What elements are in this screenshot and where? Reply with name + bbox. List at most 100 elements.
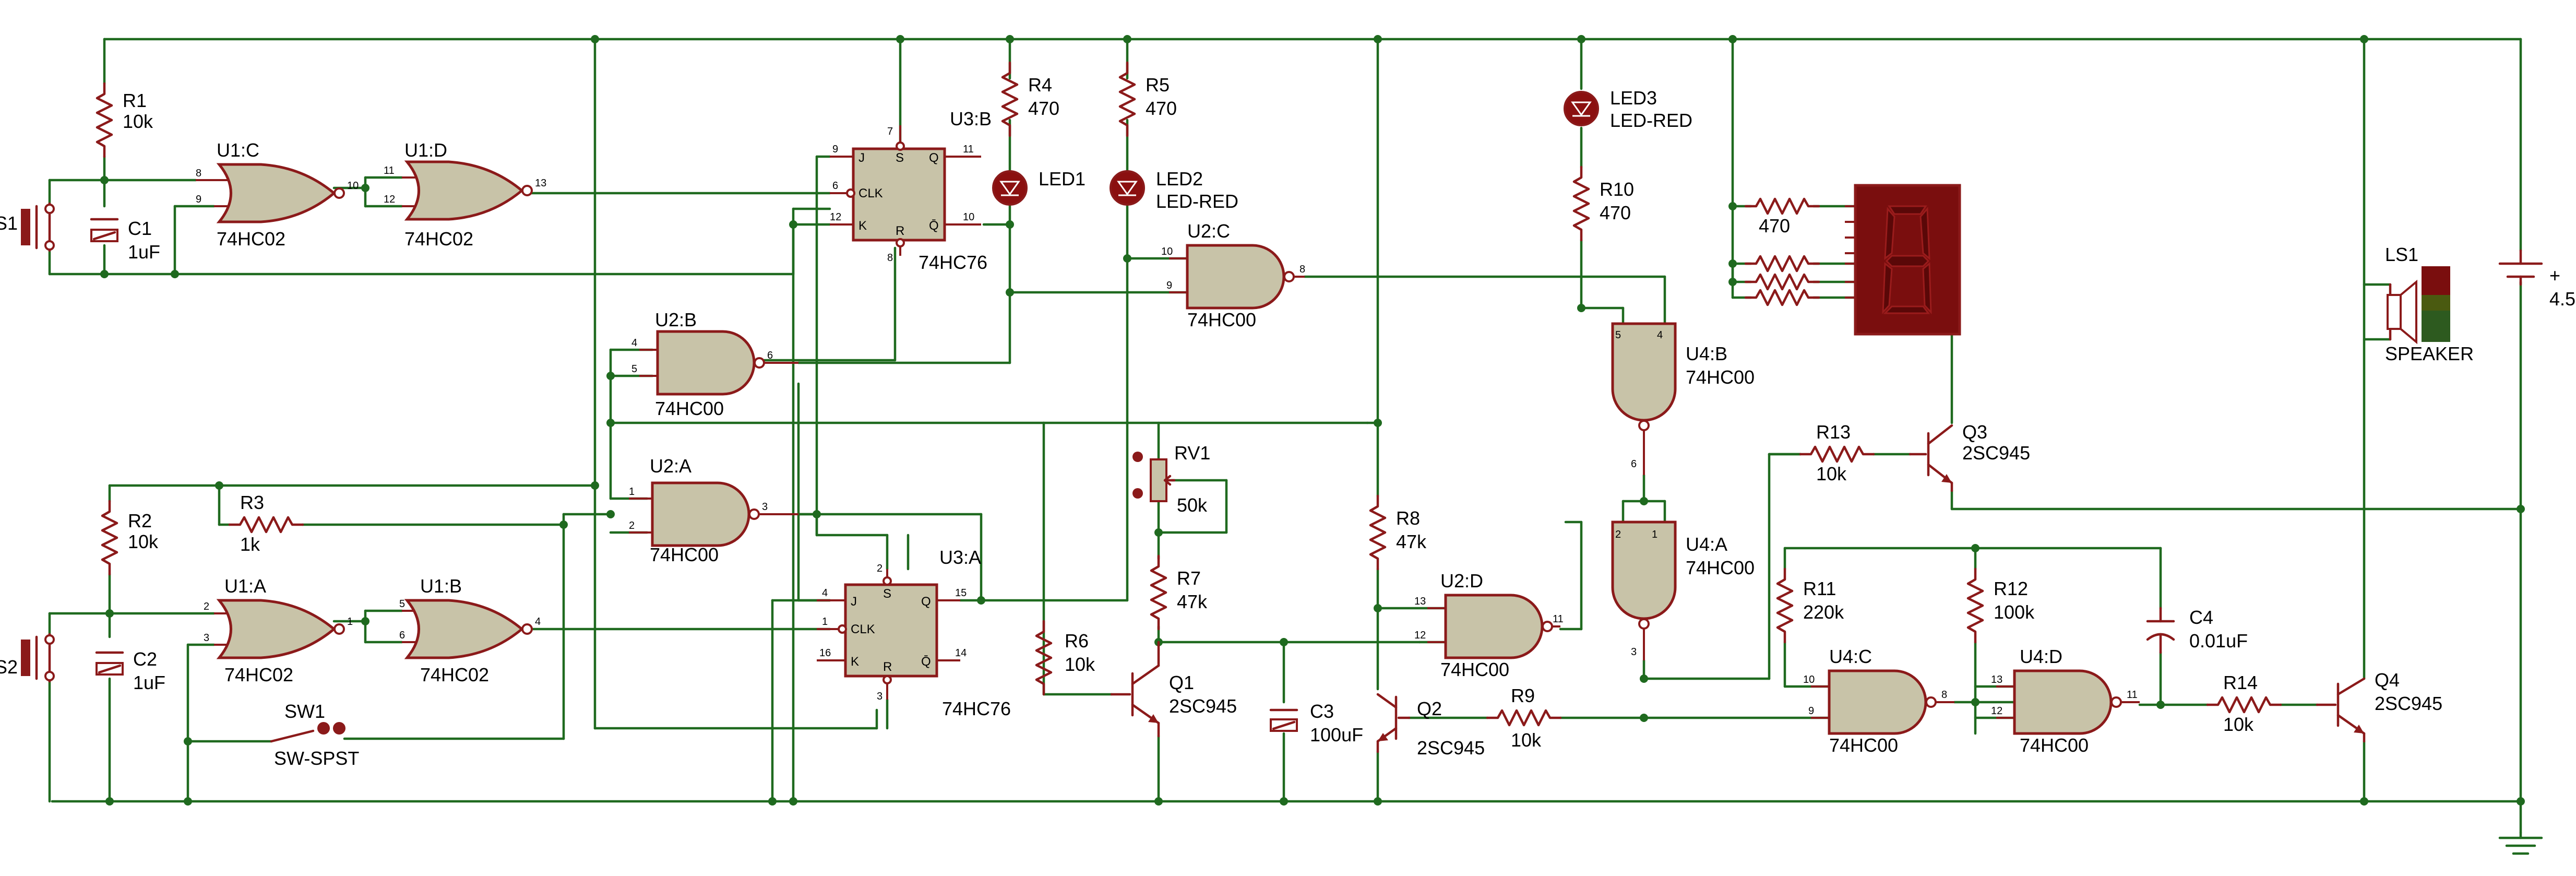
u1c-value: 74HC02 <box>217 228 285 250</box>
u2c-value: 74HC00 <box>1187 309 1256 330</box>
u4b-pin-out: 6 <box>1631 458 1637 470</box>
switch-sw1 <box>270 722 345 743</box>
r10-ref: R10 <box>1600 179 1634 200</box>
c2-value: 1uF <box>133 672 165 693</box>
u1b-pin-a: 5 <box>399 598 405 610</box>
s2-ref: S2 <box>0 656 18 678</box>
u2c-pin-a: 10 <box>1161 246 1173 257</box>
r4-ref: R4 <box>1028 74 1052 96</box>
c1-ref: C1 <box>128 218 152 239</box>
r7-ref: R7 <box>1177 567 1201 589</box>
r5-ref: R5 <box>1146 74 1170 96</box>
led2-ref: LED2 <box>1156 168 1203 190</box>
r1-value: 10k <box>123 111 153 132</box>
u2b-pin-out: 6 <box>767 350 773 361</box>
rv1-ref: RV1 <box>1174 442 1210 464</box>
r10-value: 470 <box>1600 202 1631 223</box>
gate-u2b <box>639 332 798 394</box>
c4-ref: C4 <box>2189 607 2213 628</box>
u1a-value: 74HC02 <box>224 664 293 685</box>
u4d-pin-out: 11 <box>2127 689 2138 701</box>
u3a-pin-3: 3 <box>877 691 882 702</box>
r9-value: 10k <box>1511 729 1542 751</box>
ground-symbol <box>2498 831 2543 855</box>
transistor-q2 <box>1376 693 1411 753</box>
u3a-j-label: J <box>851 595 857 609</box>
u2d-ref: U2:D <box>1440 570 1483 591</box>
u3a-pin-4: 4 <box>822 587 828 599</box>
u2c-pin-out: 8 <box>1299 264 1305 275</box>
u3a-q-label: Q <box>921 595 931 609</box>
u2a-pin-out: 3 <box>762 501 768 513</box>
u3a-ref: U3:A <box>939 547 981 568</box>
q2-ref: Q2 <box>1417 698 1442 719</box>
q3-ref: Q3 <box>1962 421 1987 443</box>
gate-u1d <box>402 162 533 219</box>
resistor-r1 <box>97 84 112 157</box>
u2b-ref: U2:B <box>655 309 697 330</box>
u1a-ref: U1:A <box>224 575 266 597</box>
q2-value: 2SC945 <box>1417 737 1485 759</box>
u3b-qbar-label: Q̄ <box>929 219 939 233</box>
u3b-pin-7: 7 <box>887 126 893 137</box>
u3a-pin-14: 14 <box>955 647 967 659</box>
u3b-value: 74HC76 <box>919 252 987 273</box>
u1c-pin-a: 8 <box>196 168 201 179</box>
r9-ref: R9 <box>1511 685 1535 706</box>
u3b-pin-11: 11 <box>963 144 974 155</box>
u3b-j-label: J <box>858 151 865 165</box>
sw1-ref: SW1 <box>284 701 325 722</box>
u2a-value: 74HC00 <box>650 544 719 565</box>
resistor-r12 <box>1968 569 1983 642</box>
u3a-s-label: S <box>883 587 891 601</box>
u1c-ref: U1:C <box>217 139 259 161</box>
u3a-clk-label: CLK <box>851 622 875 636</box>
resistor-seg-c <box>1746 275 1819 289</box>
r2-value: 10k <box>128 531 159 552</box>
resistor-r14 <box>2208 697 2281 712</box>
flipflop-u3a <box>817 569 960 700</box>
gate-u4a <box>1613 522 1675 660</box>
capacitor-c3 <box>1269 708 1298 732</box>
led-led2 <box>1110 170 1145 206</box>
u3b-pin-8: 8 <box>887 252 893 264</box>
u2a-pin-b: 2 <box>629 520 635 531</box>
u3a-r-label: R <box>883 660 892 674</box>
r6-ref: R6 <box>1065 630 1089 652</box>
r14-ref: R14 <box>2223 672 2258 693</box>
r13-value: 10k <box>1816 463 1847 484</box>
resistor-seg-b <box>1746 256 1819 271</box>
battery-plus: + <box>2549 265 2560 286</box>
gate-u4c <box>1811 671 1954 733</box>
u4c-value: 74HC00 <box>1829 735 1898 756</box>
seven-segment-display <box>1845 184 1961 336</box>
u1a-pin-out: 1 <box>347 616 353 628</box>
r2-ref: R2 <box>128 510 152 531</box>
r11-ref: R11 <box>1803 578 1836 599</box>
u4d-pin-b: 12 <box>1991 705 2002 717</box>
u3a-pin-1: 1 <box>822 616 828 628</box>
u2a-pin-a: 1 <box>629 486 635 498</box>
u4a-pin-b: 1 <box>1652 529 1657 540</box>
led3-value: LED-RED <box>1610 110 1692 131</box>
resistor-r9 <box>1487 711 1560 725</box>
u4d-value: 74HC00 <box>2020 735 2089 756</box>
u4c-pin-a: 10 <box>1803 674 1815 685</box>
u3a-pin-2: 2 <box>877 563 882 574</box>
u2b-value: 74HC00 <box>655 398 724 419</box>
u3b-ref: U3:B <box>950 108 992 129</box>
u2d-pin-a: 13 <box>1414 596 1426 607</box>
flipflop-u3b <box>830 125 981 256</box>
sw1-value: SW-SPST <box>274 748 359 769</box>
u2a-ref: U2:A <box>650 455 691 477</box>
u1d-value: 74HC02 <box>404 228 473 250</box>
u3a-value: 74HC76 <box>942 698 1011 719</box>
u3b-q-label: Q <box>929 151 939 165</box>
u2d-value: 74HC00 <box>1440 659 1509 680</box>
c3-ref: C3 <box>1310 701 1334 722</box>
resistor-seg-a <box>1746 199 1819 214</box>
transistor-q3 <box>1909 424 1953 492</box>
u4c-pin-b: 9 <box>1808 705 1814 717</box>
r3-ref: R3 <box>240 492 264 513</box>
